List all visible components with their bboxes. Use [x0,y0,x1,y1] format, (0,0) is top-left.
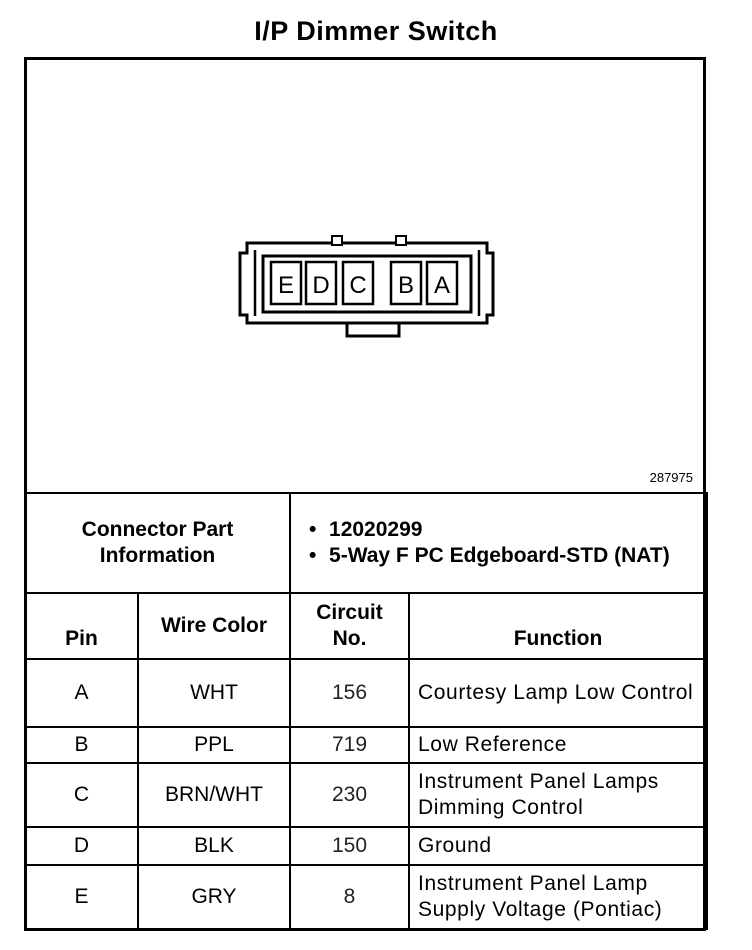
table-row: E GRY 8 Instrument Panel Lamp Supply Vol… [24,864,709,930]
pinout-table: Connector Part Information 12020299 5-Wa… [23,492,709,930]
pin-cell: D [24,826,139,866]
table-row: C BRN/WHT 230 Instrument Panel Lamps Dim… [24,762,709,828]
pin-cell: C [24,762,139,828]
function-cell: Instrument Panel Lamp Supply Voltage (Po… [408,864,709,930]
wire-color-cell: BLK [136,826,292,866]
col-wire-color: Wire Color [136,592,292,660]
part-number: 12020299 [299,517,698,543]
circuit-cell: 719 [289,726,411,764]
circuit-cell: 8 [289,864,411,930]
pin-letter: D [312,272,329,299]
column-header-row: Pin Wire Color Circuit No. Function [24,592,709,660]
function-cell: Low Reference [408,726,709,764]
part-info-row: Connector Part Information 12020299 5-Wa… [23,492,709,594]
col-function: Function [408,592,709,660]
pin-cell: B [24,726,139,764]
circuit-cell: 230 [289,762,411,828]
function-cell: Instrument Panel Lamps Dimming Control [408,762,709,828]
page-title: I/P Dimmer Switch [254,16,498,46]
col-circuit: Circuit No. [289,592,411,660]
part-info-label: Connector Part Information [23,492,292,594]
wire-color-cell: PPL [136,726,292,764]
pin-cell: A [24,658,139,728]
pin-cavity [389,260,423,306]
function-cell: Ground [408,826,709,866]
table-row: B PPL 719 Low Reference [24,726,709,764]
table-row: D BLK 150 Ground [24,826,709,866]
circuit-cell: 150 [289,826,411,866]
pin-cavity [341,260,375,306]
wire-color-cell: BRN/WHT [136,762,292,828]
part-info-values: 12020299 5-Way F PC Edgeboard-STD (NAT) [289,492,709,594]
pin-cell: E [24,864,139,930]
table-row: A WHT 156 Courtesy Lamp Low Control [24,658,709,728]
function-cell: Courtesy Lamp Low Control [408,658,709,728]
part-description: 5-Way F PC Edgeboard-STD (NAT) [299,543,698,569]
pin-cavity [425,260,459,306]
wire-color-cell: GRY [136,864,292,930]
pin-letter: B [398,272,414,299]
circuit-cell: 156 [289,658,411,728]
pin-letter: A [434,272,450,299]
pin-letter: C [349,272,366,299]
pin-letter: E [278,272,294,299]
pin-cavity [304,260,338,306]
pin-cavity [269,260,303,306]
col-pin: Pin [24,592,139,660]
wire-color-cell: WHT [136,658,292,728]
figure-id: 287975 [649,470,693,485]
